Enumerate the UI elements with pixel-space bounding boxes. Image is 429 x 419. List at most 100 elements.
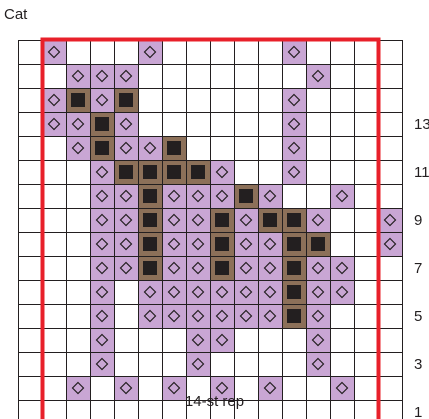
cell-purple-diamond-r16-c6: [138, 40, 162, 64]
cell-purple-diamond-r8-c8: [186, 232, 210, 256]
cell-purple-diamond-r3-c4: [90, 352, 114, 376]
square-symbol-r8-c9: [215, 237, 229, 251]
cell-purple-diamond-r5-c10: [234, 304, 258, 328]
repeat-label: 14-st rep: [0, 393, 429, 410]
cell-purple-diamond-r12-c3: [66, 136, 90, 160]
cell-purple-diamond-r8-c10: [234, 232, 258, 256]
cell-purple-diamond-r15-c3: [66, 64, 90, 88]
cell-purple-diamond-r15-c5: [114, 64, 138, 88]
cell-purple-diamond-r7-c5: [114, 256, 138, 280]
cell-purple-diamond-r12-c6: [138, 136, 162, 160]
cell-purple-diamond-r8-c5: [114, 232, 138, 256]
cell-purple-diamond-r9-c4: [90, 208, 114, 232]
cell-purple-diamond-r6-c10: [234, 280, 258, 304]
square-symbol-r9-c11: [263, 213, 277, 227]
square-symbol-r14-c3: [71, 93, 85, 107]
cell-purple-diamond-r7-c7: [162, 256, 186, 280]
square-symbol-r11-c6: [143, 165, 157, 179]
square-symbol-r9-c12: [287, 213, 301, 227]
square-symbol-r5-c12: [287, 309, 301, 323]
square-symbol-r9-c6: [143, 213, 157, 227]
cell-purple-diamond-r4-c4: [90, 328, 114, 352]
cell-purple-diamond-r9-c8: [186, 208, 210, 232]
cell-purple-diamond-r5-c13: [306, 304, 330, 328]
cell-purple-diamond-r8-c4: [90, 232, 114, 256]
cell-purple-diamond-r4-c13: [306, 328, 330, 352]
cell-purple-diamond-r10-c5: [114, 184, 138, 208]
cell-purple-diamond-r14-c2: [42, 88, 66, 112]
cell-purple-diamond-r11-c4: [90, 160, 114, 184]
cell-purple-diamond-r9-c13: [306, 208, 330, 232]
cell-purple-diamond-r10-c7: [162, 184, 186, 208]
cell-purple-diamond-r4-c9: [210, 328, 234, 352]
square-symbol-r11-c8: [191, 165, 205, 179]
cell-purple-diamond-r10-c4: [90, 184, 114, 208]
cell-purple-diamond-r3-c8: [186, 352, 210, 376]
square-symbol-r6-c12: [287, 285, 301, 299]
cell-purple-diamond-r9-c5: [114, 208, 138, 232]
cell-purple-diamond-r11-c9: [210, 160, 234, 184]
cell-purple-diamond-r5-c11: [258, 304, 282, 328]
square-symbol-r8-c6: [143, 237, 157, 251]
cell-purple-diamond-r6-c4: [90, 280, 114, 304]
square-symbol-r11-c7: [167, 165, 181, 179]
cell-purple-diamond-r5-c4: [90, 304, 114, 328]
cell-purple-diamond-r12-c12: [282, 136, 306, 160]
square-symbol-r12-c4: [95, 141, 109, 155]
cell-purple-diamond-r13-c5: [114, 112, 138, 136]
row-number-7: 7: [414, 260, 422, 277]
row-number-3: 3: [414, 356, 422, 373]
cell-purple-diamond-r6-c11: [258, 280, 282, 304]
cell-purple-diamond-r5-c7: [162, 304, 186, 328]
cell-purple-diamond-r7-c10: [234, 256, 258, 280]
cell-purple-diamond-r9-c16: [378, 208, 402, 232]
cell-purple-diamond-r10-c14: [330, 184, 354, 208]
square-symbol-r10-c10: [239, 189, 253, 203]
cell-purple-diamond-r9-c10: [234, 208, 258, 232]
cell-purple-diamond-r6-c8: [186, 280, 210, 304]
cell-purple-diamond-r6-c7: [162, 280, 186, 304]
square-symbol-r7-c9: [215, 261, 229, 275]
square-symbol-r7-c12: [287, 261, 301, 275]
cell-purple-diamond-r9-c7: [162, 208, 186, 232]
row-number-9: 9: [414, 212, 422, 229]
square-symbol-r8-c12: [287, 237, 301, 251]
cell-purple-diamond-r10-c9: [210, 184, 234, 208]
cell-purple-diamond-r6-c9: [210, 280, 234, 304]
row-number-5: 5: [414, 308, 422, 325]
cell-purple-diamond-r10-c11: [258, 184, 282, 208]
cell-purple-diamond-r13-c3: [66, 112, 90, 136]
square-symbol-r11-c5: [119, 165, 133, 179]
cell-purple-diamond-r5-c6: [138, 304, 162, 328]
cell-purple-diamond-r13-c12: [282, 112, 306, 136]
row-number-11: 11: [414, 164, 429, 181]
cell-purple-diamond-r15-c4: [90, 64, 114, 88]
cell-purple-diamond-r15-c13: [306, 64, 330, 88]
cell-purple-diamond-r8-c16: [378, 232, 402, 256]
square-symbol-r9-c9: [215, 213, 229, 227]
cell-purple-diamond-r14-c4: [90, 88, 114, 112]
cell-purple-diamond-r7-c4: [90, 256, 114, 280]
cell-purple-diamond-r14-c12: [282, 88, 306, 112]
cell-purple-diamond-r5-c9: [210, 304, 234, 328]
cell-purple-diamond-r7-c13: [306, 256, 330, 280]
square-symbol-r14-c5: [119, 93, 133, 107]
cell-purple-diamond-r8-c11: [258, 232, 282, 256]
square-symbol-r7-c6: [143, 261, 157, 275]
cell-purple-diamond-r5-c8: [186, 304, 210, 328]
cell-purple-diamond-r7-c8: [186, 256, 210, 280]
cell-purple-diamond-r16-c12: [282, 40, 306, 64]
square-symbol-r10-c6: [143, 189, 157, 203]
row-number-13: 13: [414, 116, 429, 133]
square-symbol-r13-c4: [95, 117, 109, 131]
cell-purple-diamond-r7-c11: [258, 256, 282, 280]
cell-purple-diamond-r16-c2: [42, 40, 66, 64]
cell-purple-diamond-r12-c5: [114, 136, 138, 160]
cell-purple-diamond-r7-c14: [330, 256, 354, 280]
cell-purple-diamond-r4-c8: [186, 328, 210, 352]
cell-purple-diamond-r11-c12: [282, 160, 306, 184]
cell-purple-diamond-r8-c7: [162, 232, 186, 256]
cell-purple-diamond-r6-c14: [330, 280, 354, 304]
